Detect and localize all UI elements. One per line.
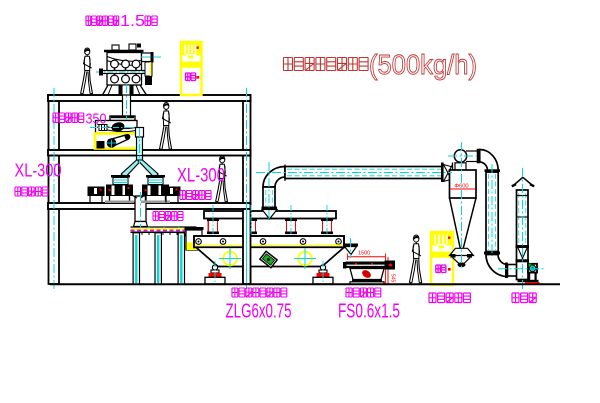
svg-text:1.5: 1.5 bbox=[120, 13, 145, 30]
svg-text:FS0.6x1.5: FS0.6x1.5 bbox=[338, 301, 400, 323]
svg-text:XL-300: XL-300 bbox=[177, 166, 225, 187]
svg-text:ZLG6x0.75: ZLG6x0.75 bbox=[226, 301, 292, 323]
svg-text:XL-300: XL-300 bbox=[15, 161, 62, 181]
svg-text:545: 545 bbox=[390, 274, 396, 283]
svg-text:(500kg/h): (500kg/h) bbox=[369, 49, 477, 80]
svg-text:1500: 1500 bbox=[358, 251, 370, 257]
svg-text:350: 350 bbox=[86, 111, 107, 128]
